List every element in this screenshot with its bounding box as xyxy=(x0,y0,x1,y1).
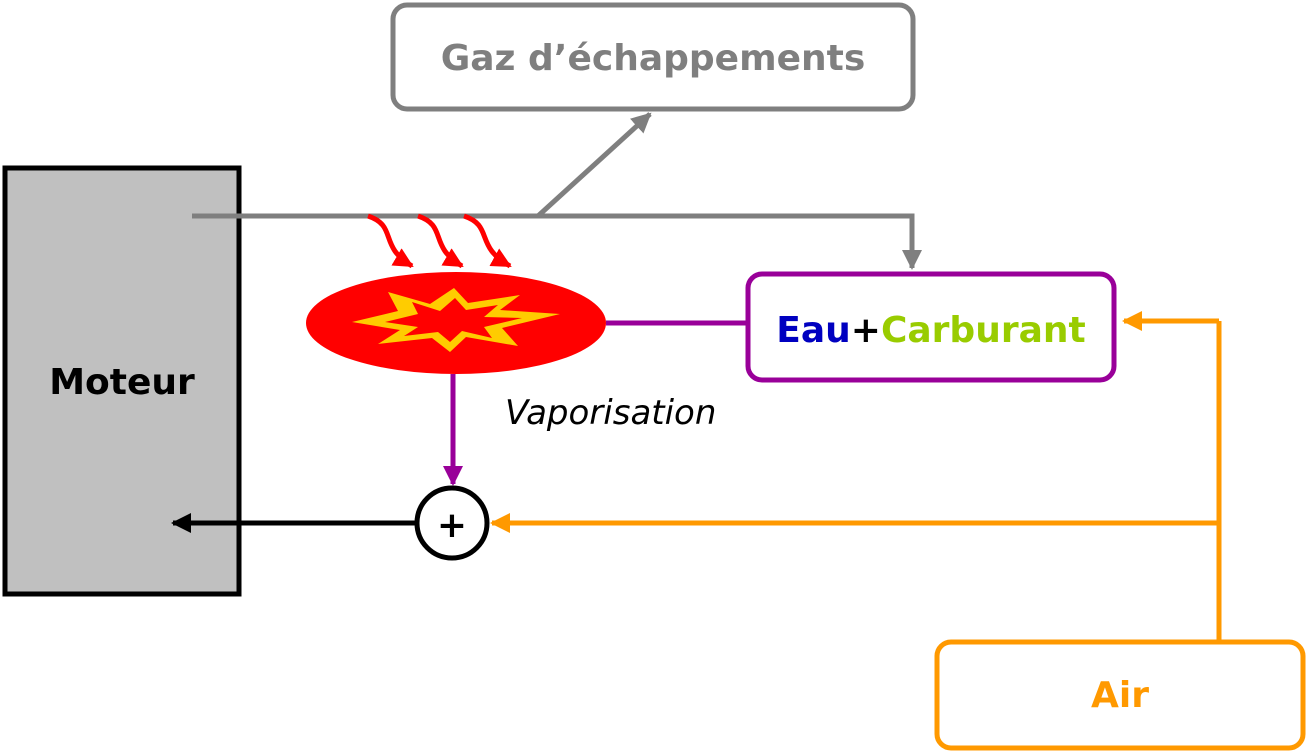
exhaust-label: Gaz d’échappements xyxy=(441,38,866,79)
exhaust-pipe-line xyxy=(192,213,922,270)
fuel-label: Carburant xyxy=(881,310,1086,351)
water-label: Eau xyxy=(776,310,851,351)
vaporisation-label: Vaporisation xyxy=(505,393,716,433)
water-fuel-box xyxy=(745,271,1117,383)
exhaust-box xyxy=(390,2,916,112)
water-fuel-label: Eau+Carburant xyxy=(776,310,1085,351)
vaporiser-burst-core xyxy=(385,298,522,342)
air-label: Air xyxy=(1091,675,1149,716)
engine-label: Moteur xyxy=(49,362,195,403)
water-fuel-plus: + xyxy=(851,310,881,351)
air-box xyxy=(934,639,1306,751)
heat-arrow-1 xyxy=(367,213,414,269)
exhaust-to-atmosphere-arrow xyxy=(536,112,652,218)
heat-arrow-3 xyxy=(463,213,512,269)
heat-arrow-2 xyxy=(417,213,464,269)
mixer-label: + xyxy=(437,505,467,546)
